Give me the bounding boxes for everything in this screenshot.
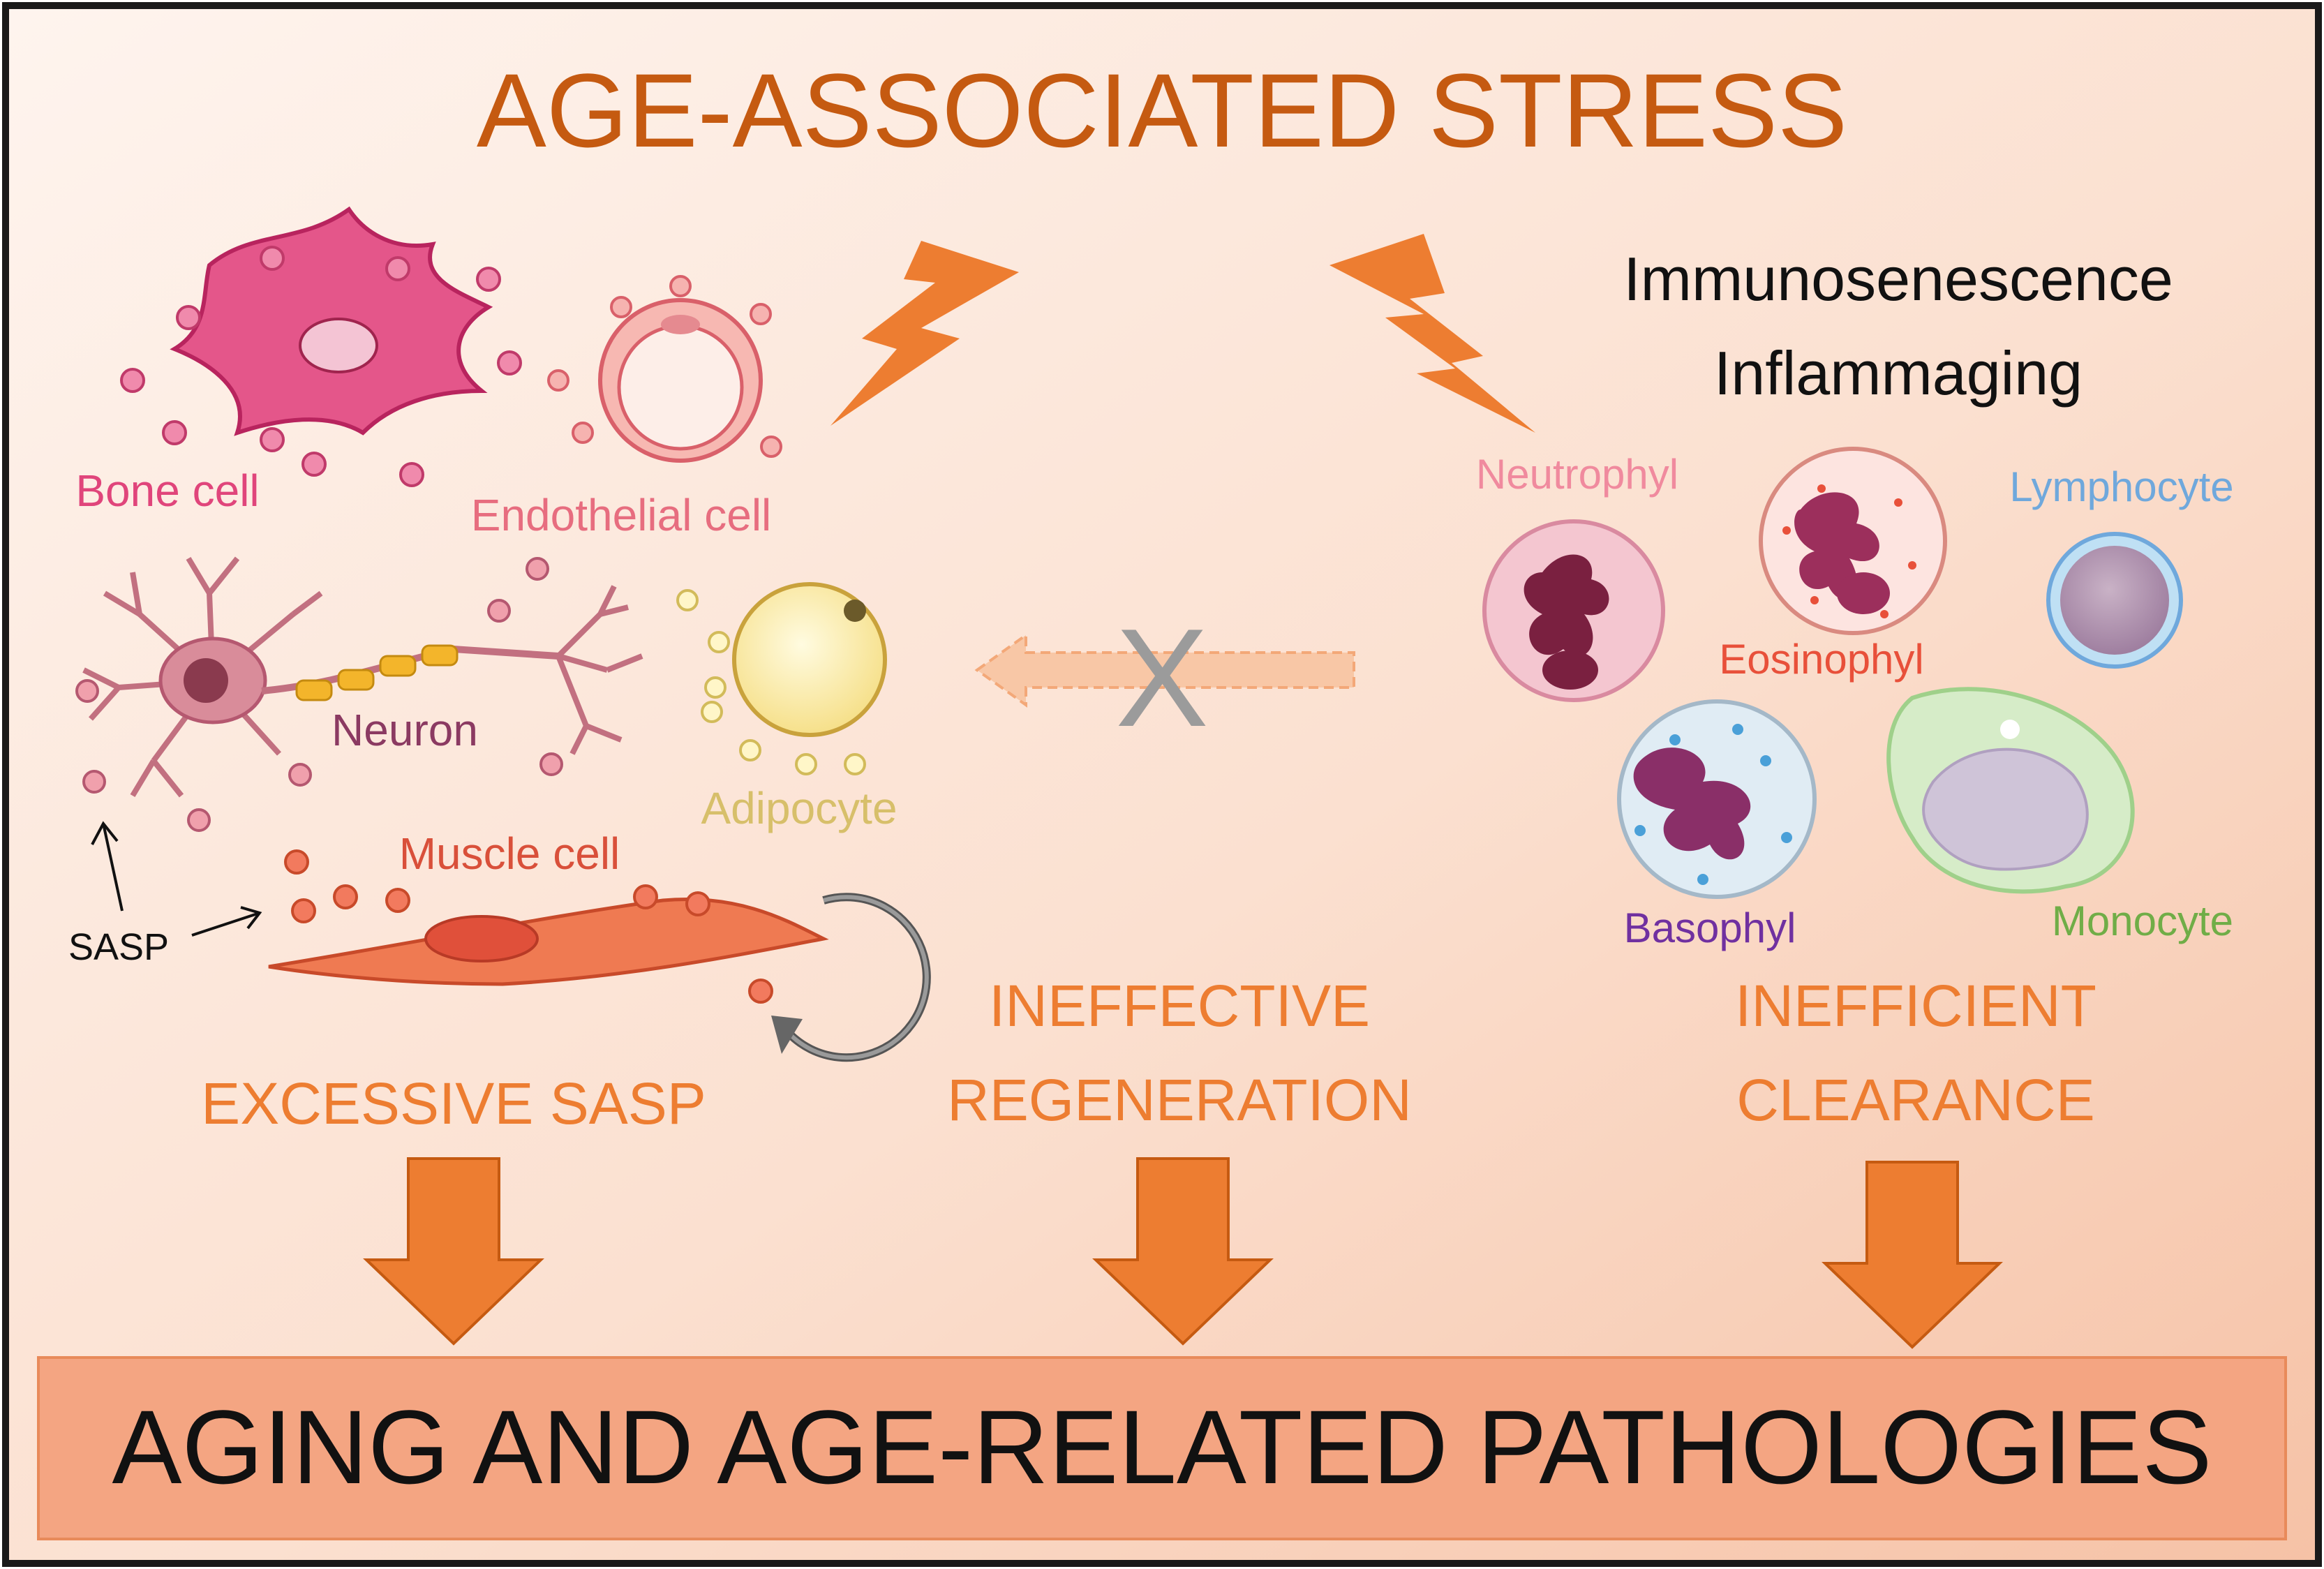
muscle-cell-label: Muscle cell	[399, 828, 620, 879]
muscle-cell	[268, 849, 829, 1004]
sasp-arrow	[91, 821, 262, 937]
outcome-inefficient-line2: CLEARANCE	[1736, 1067, 2094, 1133]
lightning-bolt-icon	[830, 241, 1019, 426]
monocyte-label: Monocyte	[2052, 898, 2233, 944]
cycle-arrow-icon	[771, 893, 931, 1062]
lightning-bolt-icon	[1329, 234, 1535, 433]
subtitle-immunosenescence: Immunosenescence	[1623, 244, 2173, 313]
bone-cell-label: Bone cell	[75, 466, 259, 516]
eosinophyl-cell	[1759, 447, 1947, 635]
result-box	[37, 1356, 2287, 1540]
down-arrow-icon	[363, 1157, 544, 1346]
down-arrow-icon	[1822, 1161, 2003, 1349]
neuron-label: Neuron	[332, 705, 478, 755]
outcome-ineffective-line2: REGENERATION	[947, 1067, 1412, 1133]
neutrophyl-label: Neutrophyl	[1476, 451, 1678, 498]
adipocyte	[676, 582, 887, 775]
eosinophyl-label: Eosinophyl	[1719, 636, 1924, 683]
neutrophyl-cell	[1482, 519, 1665, 702]
basophyl-label: Basophyl	[1624, 905, 1796, 951]
blocked-mark: X	[1115, 600, 1208, 756]
down-arrow-icon	[1092, 1157, 1274, 1346]
lymphocyte-cell	[2046, 532, 2183, 669]
monocyte-cell	[1886, 687, 2135, 894]
sasp-label: SASP	[68, 926, 169, 968]
lymphocyte-label: Lymphocyte	[2009, 463, 2233, 510]
neuron-body	[75, 557, 563, 832]
outcome-excessive-sasp: EXCESSIVE SASP	[201, 1071, 706, 1136]
blocked-arrow-icon	[974, 632, 1355, 708]
outcome-ineffective-line1: INEFFECTIVE	[989, 973, 1370, 1039]
subtitle-inflammaging: Inflammaging	[1714, 339, 2083, 408]
bone-cell	[120, 206, 522, 487]
result-box-text: AGING AND AGE-RELATED PATHOLOGIES	[112, 1388, 2212, 1505]
diagram-title: AGE-ASSOCIATED STRESS	[477, 52, 1847, 169]
endothelial-cell-label: Endothelial cell	[471, 490, 772, 540]
basophyl-cell	[1617, 699, 1817, 899]
outcome-inefficient-line1: INEFFICIENT	[1735, 973, 2096, 1039]
endothelial-cell	[547, 275, 782, 463]
adipocyte-label: Adipocyte	[701, 783, 897, 833]
